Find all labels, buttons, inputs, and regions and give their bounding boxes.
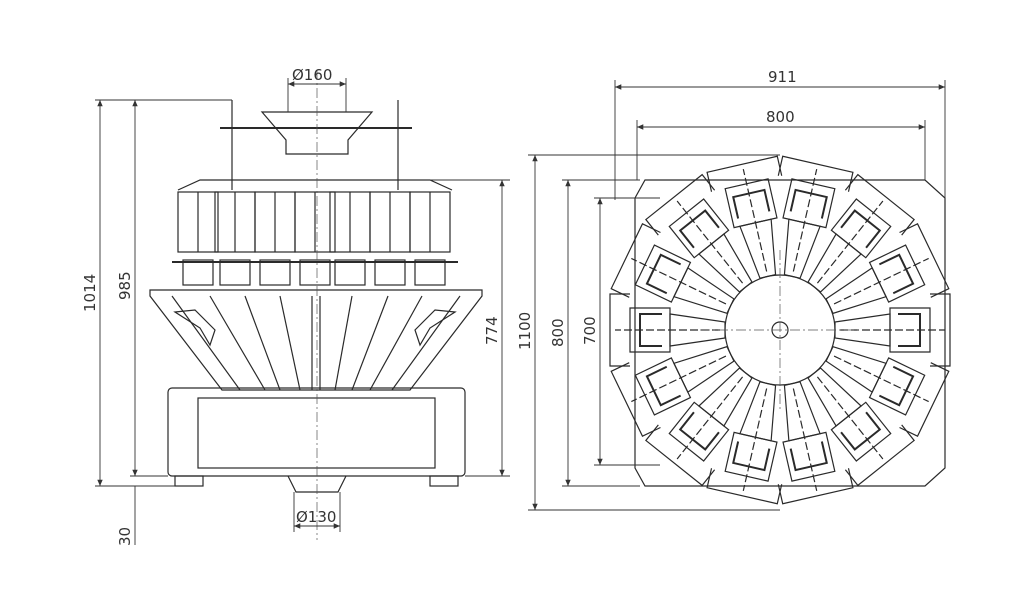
inlet-hopper: [260, 111, 374, 155]
bracket-right: [414, 309, 457, 347]
front-hopper: [369, 191, 411, 286]
front-view: [149, 70, 483, 540]
foot-right: [429, 475, 459, 487]
radial-head: [825, 223, 950, 315]
front-hopper: [409, 191, 451, 286]
front-hopper: [329, 191, 371, 286]
front-hopper: [254, 191, 296, 286]
radial-head: [825, 345, 950, 437]
top-view: [609, 155, 951, 505]
dim-body-height: 774: [483, 316, 501, 345]
dim-foot-height: 30: [116, 527, 134, 546]
dim-height-to-base: 985: [116, 271, 134, 300]
radial-head: [807, 173, 915, 293]
front-hopper: [214, 191, 256, 286]
radial-head: [807, 367, 915, 487]
front-hopper: [177, 191, 219, 286]
front-hopper: [294, 191, 336, 286]
front-dimensions: Ø160 Ø130 1014 985 774 30: [81, 66, 510, 546]
cone-body: [149, 289, 483, 391]
dim-inner-height: 700: [581, 316, 599, 345]
radial-head: [645, 367, 753, 487]
dim-frame-width: 800: [766, 108, 795, 126]
dim-overall-width: 911: [768, 68, 797, 86]
dim-overall-height: 1100: [516, 312, 534, 350]
radial-head: [777, 155, 854, 279]
base-frame: [167, 387, 466, 477]
base-panel: [197, 397, 436, 469]
square-frame: [634, 179, 946, 487]
radial-head: [645, 173, 753, 293]
top-dimensions: 911 800 1100 800 700: [516, 68, 946, 511]
dim-outlet-diameter: Ø130: [296, 508, 336, 526]
weigh-hoppers: [172, 179, 458, 286]
dim-total-height: 1014: [81, 274, 99, 312]
dim-frame-height: 800: [549, 318, 567, 347]
bracket-left: [173, 309, 216, 347]
foot-left: [174, 475, 204, 487]
dim-inlet-diameter: Ø160: [292, 66, 332, 84]
